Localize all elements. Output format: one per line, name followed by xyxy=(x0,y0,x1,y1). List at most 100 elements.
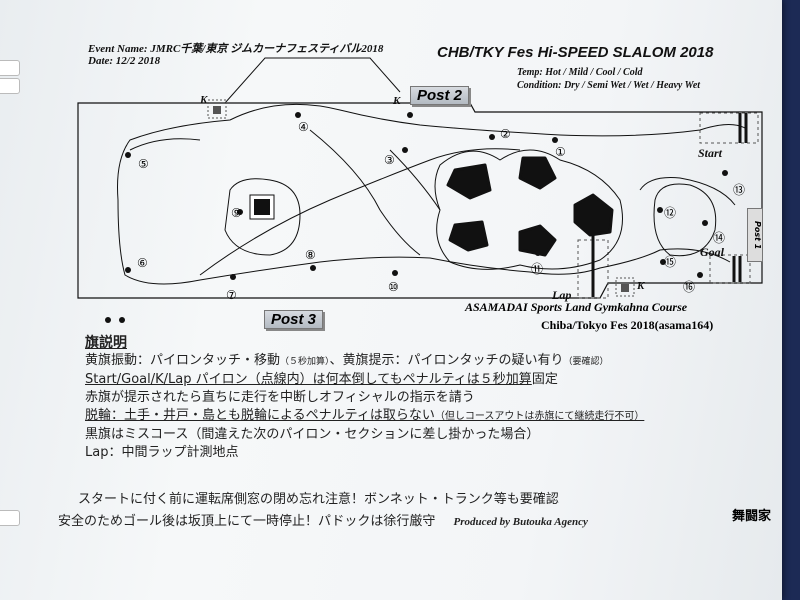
pylon xyxy=(230,274,236,280)
pylon xyxy=(392,270,398,276)
pylon-number: ③ xyxy=(384,153,395,167)
start-area xyxy=(699,112,759,144)
notes-heading: 旗説明 xyxy=(85,335,127,351)
right-loop xyxy=(653,183,717,257)
leader-line xyxy=(224,57,401,104)
note-text: 黄旗振動：パイロンタッチ・移動 xyxy=(85,353,281,368)
note-line: 黄旗振動：パイロンタッチ・移動（５秒加算）、黄旗提示：パイロンタッチの疑い有り（… xyxy=(85,352,644,371)
note-small: （５秒加算） xyxy=(280,357,330,367)
note-small: （要確認） xyxy=(563,357,609,367)
k-label: K xyxy=(393,95,401,107)
pylon-number: ⑪ xyxy=(531,262,544,276)
page-title: CHB/TKY Fes Hi-SPEED SLALOM 2018 xyxy=(437,44,714,61)
course-subtitle: Chiba/Tokyo Fes 2018(asama164) xyxy=(541,318,714,332)
note-line: 赤旗が提示されたら直ちに走行を中断しオフィシャルの指示を請う xyxy=(85,390,475,405)
pylon-number: ④ xyxy=(298,120,309,134)
binder-ring xyxy=(0,78,20,94)
pylon xyxy=(119,317,125,323)
route-line xyxy=(129,138,201,151)
well xyxy=(254,199,270,215)
note-text: 固定 xyxy=(531,372,558,387)
k-area xyxy=(615,277,635,297)
pylon-number: ⑧ xyxy=(305,248,316,262)
temp-line: Temp: Hot / Mild / Cool / Cold xyxy=(517,67,643,78)
route-line xyxy=(117,103,746,285)
start-label: Start xyxy=(698,146,723,160)
course-boundary xyxy=(77,102,763,299)
pylon xyxy=(702,220,708,226)
goal-area xyxy=(709,254,751,284)
route-line xyxy=(309,129,421,256)
pylon-number: ⑯ xyxy=(683,280,696,294)
pylon-number: ⑭ xyxy=(713,231,726,245)
pylon xyxy=(552,137,558,143)
island xyxy=(518,156,557,190)
pylon xyxy=(722,170,728,176)
pylon-number: ⑫ xyxy=(664,206,677,220)
island xyxy=(448,220,489,252)
pylon-number: ⑮ xyxy=(664,255,677,269)
pylon xyxy=(105,317,111,323)
binder-ring xyxy=(0,60,20,76)
pylon xyxy=(407,112,413,118)
pylon xyxy=(125,152,131,158)
note-text: 安全のためゴール後は坂頂上にて一時停止！パドックは徐行厳守 xyxy=(58,514,436,529)
note-text: 脱輪：土手・井戸・島とも脱輪によるペナルティは取らない xyxy=(85,408,435,423)
pylon xyxy=(310,265,316,271)
route-line xyxy=(199,148,521,276)
pylon xyxy=(402,147,408,153)
island xyxy=(446,163,492,200)
pylon-number: ⑨ xyxy=(231,206,242,220)
k-label: K xyxy=(637,280,645,292)
pylon-number: ⑤ xyxy=(138,157,149,171)
bottom-note: スタートに付く前に運転席側窓の閉め忘れ注意！ボンネット・トランク等も要確認 xyxy=(78,492,559,507)
conditions: Temp: Hot / Mild / Cool / Cold Condition… xyxy=(517,66,700,92)
pylon xyxy=(237,209,243,215)
produced-by: Produced by Butouka Agency xyxy=(453,516,588,528)
goal-label: Goal xyxy=(700,245,724,259)
document-page: Event Name: JMRC千葉/東京 ジムカーナフェスティバル2018 D… xyxy=(0,0,782,600)
lap-label: Lap xyxy=(552,288,572,302)
post-1-label: Post 1 xyxy=(747,208,763,262)
island xyxy=(518,224,557,257)
route-line xyxy=(639,177,736,206)
k-pylon xyxy=(621,284,629,292)
post-2-label: Post 2 xyxy=(410,86,470,105)
course-name: ASAMADAI Sports Land Gymkahna Course xyxy=(465,300,688,314)
pylon-number: ⑥ xyxy=(137,256,148,270)
pylon xyxy=(697,272,703,278)
note-text: 、黄旗提示：パイロンタッチの疑い有り xyxy=(329,353,564,368)
pylon-number: ⑦ xyxy=(226,288,237,302)
pylon xyxy=(657,207,663,213)
k-area xyxy=(207,99,227,119)
flag-notes: 旗説明 黄旗振動：パイロンタッチ・移動（５秒加算）、黄旗提示：パイロンタッチの疑… xyxy=(85,334,644,462)
k-label: K xyxy=(200,94,208,106)
pylon xyxy=(489,134,495,140)
course-map xyxy=(77,57,763,323)
pylon-number: ① xyxy=(555,145,566,159)
pylon xyxy=(125,267,131,273)
note-line: Start/Goal/K/Lap パイロン（点線内）は何本倒してもペナルティは５… xyxy=(85,371,644,389)
event-date: Date: 12/2 2018 xyxy=(88,55,161,67)
island-outline xyxy=(434,149,623,270)
island xyxy=(573,193,614,237)
bottom-note: 安全のためゴール後は坂頂上にて一時停止！パドックは徐行厳守 Produced b… xyxy=(58,510,588,529)
note-line: Lap：中間ラップ計測地点 xyxy=(85,445,239,460)
post-3-label: Post 3 xyxy=(264,310,324,329)
pylon xyxy=(295,112,301,118)
note-small: （但しコースアウトは赤旗にて継続走行不可） xyxy=(434,411,645,422)
pylon xyxy=(660,259,666,265)
note-line: 黒旗はミスコース（間違えた次のパイロン・セクションに差し掛かった場合） xyxy=(85,427,540,442)
note-line: 脱輪：土手・井戸・島とも脱輪によるペナルティは取らない（但しコースアウトは赤旗に… xyxy=(85,407,644,426)
condition-line: Condition: Dry / Semi Wet / Wet / Heavy … xyxy=(517,80,701,91)
inner-loop xyxy=(224,178,301,256)
k-pylon xyxy=(213,106,221,114)
route-line xyxy=(389,149,441,211)
binder-ring xyxy=(0,510,20,526)
pylon xyxy=(535,250,541,256)
note-text: Start/Goal/K/Lap パイロン（点線内）は何本倒してもペナルティは５… xyxy=(85,372,532,387)
pylon-number: ② xyxy=(500,127,511,141)
pylon-number: ⑬ xyxy=(733,183,746,197)
event-name: Event Name: JMRC千葉/東京 ジムカーナフェスティバル2018 xyxy=(88,43,384,55)
pylon-number: ⑩ xyxy=(388,280,399,294)
